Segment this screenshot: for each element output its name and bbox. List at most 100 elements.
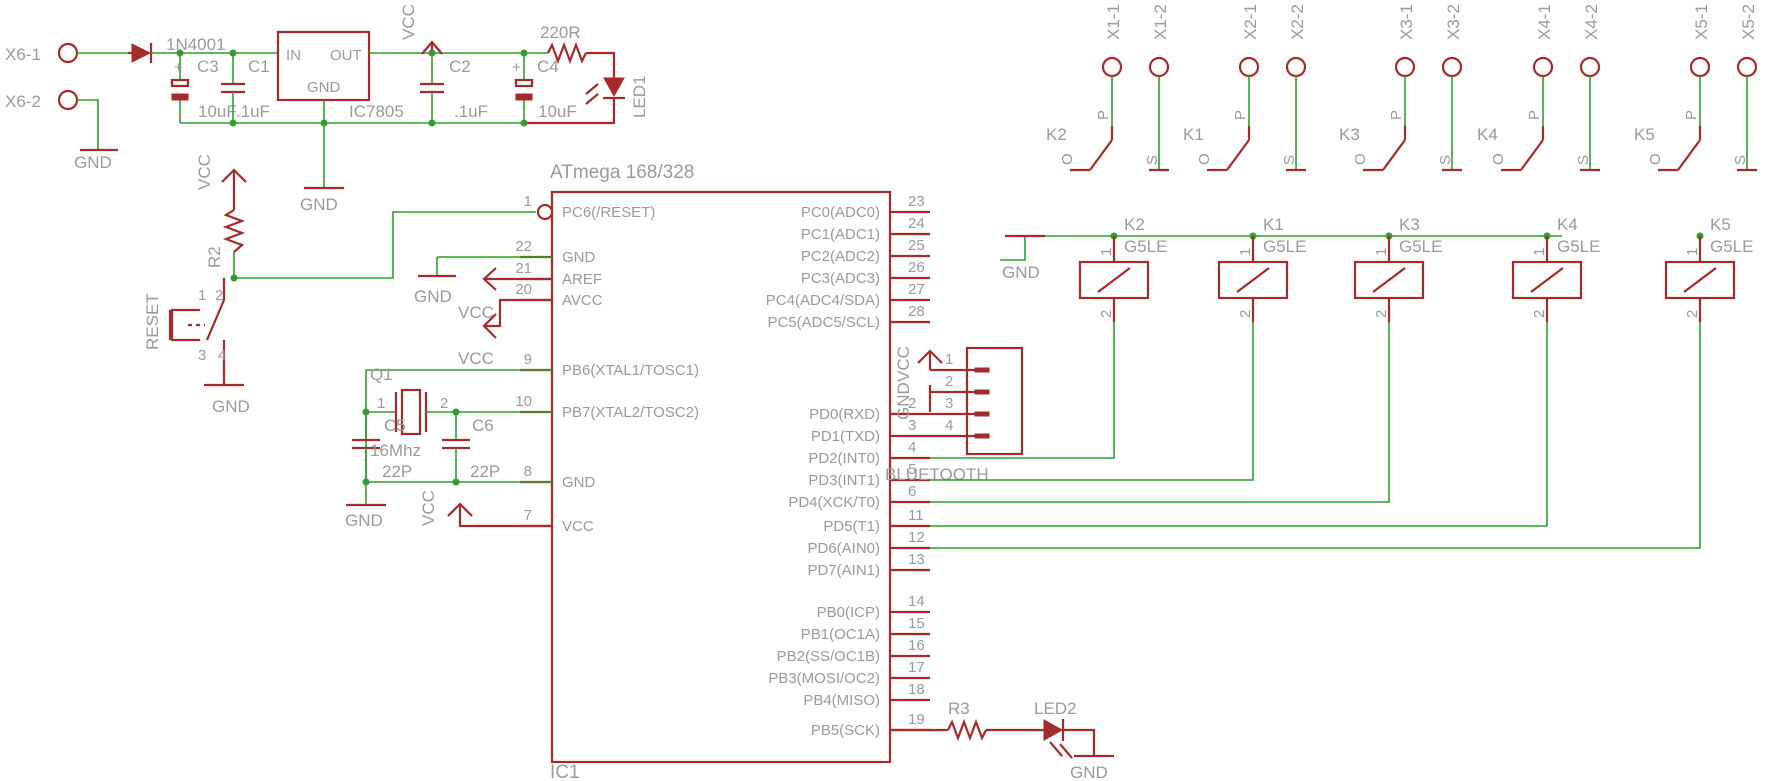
resistor-220r [547, 41, 587, 65]
mcu-right-pin-num: 19 [908, 711, 925, 728]
x6-1-label: X6-1 [5, 45, 41, 64]
c6-label: C6 [472, 416, 494, 435]
mcu-right-pin-num: 18 [908, 681, 925, 698]
contact-b-label: X2-2 [1288, 4, 1307, 40]
mcu-ic1: ATmega 168/328 IC1 1PC6(/RESET)22GND21AR… [515, 162, 930, 781]
contact-s: S [1281, 155, 1298, 165]
mcu-right-pin-name: PB4(MISO) [803, 692, 880, 709]
led2 [1043, 719, 1073, 759]
mcu-power-nets: GND VCC VCC [366, 256, 552, 371]
mcu-right-pin-num: 15 [908, 615, 925, 632]
mcu-right-pin-num: 2 [908, 395, 916, 412]
mcu-right-pin-num: 4 [908, 439, 916, 456]
mcu-right-pin-num: 17 [908, 659, 925, 676]
mcu-right-pin-name: PB5(SCK) [811, 722, 880, 739]
bt-pin3: 3 [945, 395, 953, 412]
reset-label: RESET [143, 293, 162, 350]
relay-ref: K1 [1263, 215, 1284, 234]
capacitor-c4: + [512, 53, 534, 123]
resistor-r2 [222, 209, 246, 253]
c1-value: .1uF [236, 102, 270, 121]
contact-blade [1089, 139, 1113, 171]
mcu-right-pin-name: PD5(T1) [823, 518, 880, 535]
contact-b-label: X4-2 [1582, 4, 1601, 40]
relay-ref: K4 [1557, 215, 1578, 234]
reg-out-label: OUT [330, 47, 362, 64]
relay-pin1: 1 [1098, 248, 1115, 256]
mcu-right-pin-num: 16 [908, 637, 925, 654]
bt-pin4: 4 [945, 417, 953, 434]
mcu-right-pin-name: PC4(ADC4/SDA) [766, 292, 880, 309]
relay-pin1: 1 [1373, 248, 1390, 256]
relay-pin2: 2 [1237, 310, 1254, 318]
relay-drive-wire [930, 322, 1254, 481]
bluetooth-label: BLUETOOTH [885, 465, 989, 484]
reset-pin4: 4 [218, 347, 226, 364]
relay-type: G5LE [1263, 237, 1306, 256]
contact-terminal-a [1101, 56, 1123, 78]
relay-pin1: 1 [1237, 248, 1254, 256]
c5-value: 22P [382, 462, 412, 481]
relay-section: GND K2G5LE12K1G5LE12K3G5LE12K4G5LE12K5G5… [930, 4, 1758, 549]
contact-ref: K1 [1183, 125, 1204, 144]
contact-ref: K2 [1046, 125, 1067, 144]
contact-p: P [1526, 110, 1543, 120]
mcu-right-pin-name: PC5(ADC5/SCL) [767, 314, 880, 331]
relay-coil-slash [1372, 267, 1406, 293]
c2-value: .1uF [454, 102, 488, 121]
contact-terminal-b [1736, 56, 1758, 78]
mcu-left-pin-num: 7 [524, 507, 532, 524]
relay-pin2: 2 [1373, 310, 1390, 318]
mcu-right-pin-name: PB0(ICP) [817, 604, 880, 621]
contact-p: P [1232, 110, 1249, 120]
reg-in-label: IN [286, 47, 301, 64]
contact-a-label: X2-1 [1241, 4, 1260, 40]
mcu-body [550, 190, 892, 764]
c2-label: C2 [449, 57, 471, 76]
mcu-left-pin-name: GND [562, 474, 596, 491]
bluetooth-connector [965, 346, 1024, 456]
mcu-left-pin-num: 10 [515, 393, 532, 410]
mcu-right-pin-num: 6 [908, 483, 916, 500]
mcu-left-pin-num: 1 [524, 193, 532, 210]
mcu-right-pin-num: 25 [908, 237, 925, 254]
contact-p: P [1388, 110, 1405, 120]
contact-blade [1677, 139, 1701, 171]
contact-ref: K5 [1634, 125, 1655, 144]
reset-vcc-label: VCC [195, 154, 214, 190]
crystal-section: Q1 1 2 C5 C6 16Mhz 22P 22P [345, 365, 552, 530]
vcc-label: VCC [399, 4, 418, 40]
reset-pin2: 2 [215, 287, 223, 304]
relay-pin1: 1 [1684, 248, 1701, 256]
r2-label: R2 [205, 246, 224, 268]
contact-o: O [1196, 153, 1213, 165]
mcu-right-pin-num: 5 [908, 461, 916, 478]
capacitor-c2 [420, 53, 444, 123]
contact-a-label: X4-1 [1535, 4, 1554, 40]
contact-blade [1520, 139, 1544, 171]
led1 [585, 77, 625, 105]
mcu-right-pins: 23PC0(ADC0)24PC1(ADC1)25PC2(ADC2)26PC3(A… [766, 193, 930, 739]
mcu-right-pin-name: PB1(OC1A) [801, 626, 880, 643]
contact-s: S [1437, 155, 1454, 165]
mcu-left-pin-num: 9 [524, 351, 532, 368]
relay-coil-slash [1683, 267, 1717, 293]
xtal-vcc-label: VCC [458, 349, 494, 368]
mcu-right-pin-name: PD1(TXD) [811, 428, 880, 445]
vcc-arrow-aref [482, 267, 552, 291]
c6-value: 22P [470, 462, 500, 481]
gnd-net-label: GND [414, 287, 452, 306]
relay-drive-wire [930, 322, 1115, 459]
mcu-right-pin-name: PC2(ADC2) [801, 248, 880, 265]
capacitor-c6 [442, 412, 470, 482]
relay-drive-wire [930, 322, 1390, 503]
relay-pin2: 2 [1531, 310, 1548, 318]
resistor-r3 [947, 718, 987, 742]
bt-vcc-arrow [917, 349, 943, 370]
contact-blade [1226, 139, 1250, 171]
q1-pin2: 2 [440, 395, 448, 412]
bluetooth-module: 1 2 3 4 BLUETOOTH VCC GND [885, 346, 1024, 484]
